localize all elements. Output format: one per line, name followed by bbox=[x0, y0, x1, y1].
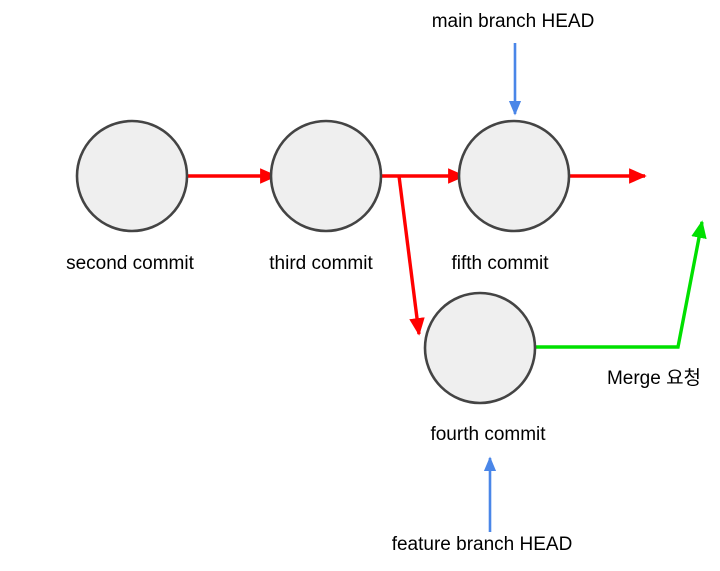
edge-third-to-fourth bbox=[397, 175, 425, 336]
annotation-label-merge-request: Merge 요청 bbox=[606, 368, 702, 389]
edge-fourth-merge-request bbox=[536, 220, 707, 349]
annotation-label-feature-branch-head: feature branch HEAD bbox=[391, 534, 573, 555]
commit-node-second[interactable] bbox=[75, 119, 189, 233]
commit-label-fifth: fifth commit bbox=[451, 253, 549, 274]
commit-label-third: third commit bbox=[269, 253, 373, 274]
commit-node-third[interactable] bbox=[269, 119, 383, 233]
commit-label-second: second commit bbox=[66, 253, 194, 274]
commit-node-fifth[interactable] bbox=[457, 119, 571, 233]
annotation-label-main-branch-head: main branch HEAD bbox=[431, 11, 595, 32]
commit-label-fourth: fourth commit bbox=[430, 424, 546, 445]
commit-node-fourth[interactable] bbox=[423, 291, 537, 405]
